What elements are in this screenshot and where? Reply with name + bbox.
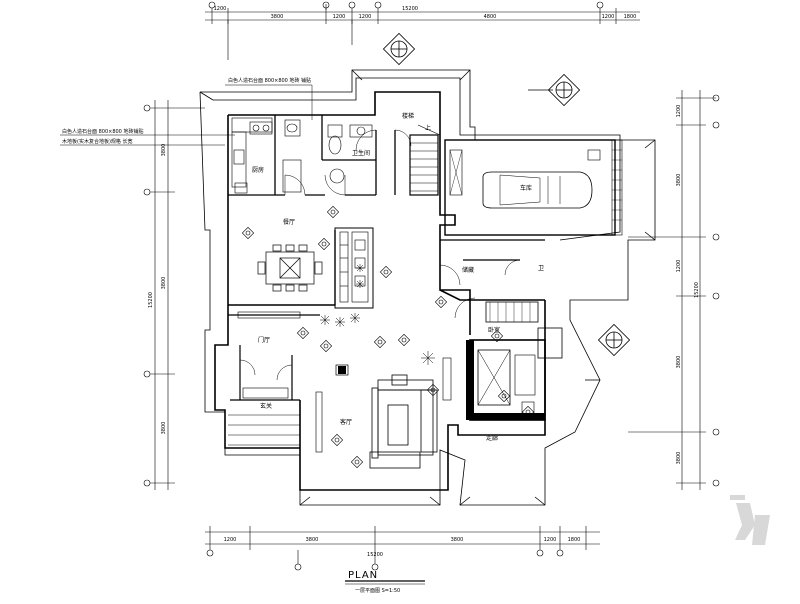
right-dim-seg-4: 3800 <box>676 356 682 369</box>
console-table <box>237 311 301 319</box>
tv-cabinet <box>315 391 323 453</box>
left-dim-seg-2: 3800 <box>161 277 167 290</box>
top-dim-seg-2: 3800 <box>271 14 284 20</box>
bottom-dim-seg-1: 1200 <box>224 537 237 543</box>
right-dim-seg-1: 1200 <box>676 105 682 118</box>
entry-door-swings <box>239 259 521 381</box>
dining-room-outline <box>228 227 374 309</box>
right-dim-overall: 15200 <box>694 282 700 298</box>
top-dim-seg-1: 1200 <box>214 6 227 12</box>
corridor-walls <box>228 239 545 401</box>
interior-walls-north <box>228 115 396 196</box>
bottom-dim-seg-3: 3800 <box>451 537 464 543</box>
exterior-walls <box>214 91 546 491</box>
car-symbol <box>482 171 593 209</box>
garage-cabinet <box>587 149 601 161</box>
side-cabinet <box>335 364 349 376</box>
plant-symbols <box>320 264 435 365</box>
left-dim-seg-1: 3800 <box>161 144 167 157</box>
steps <box>228 414 300 446</box>
note-2: 白色人造石台面 800×800 地砖铺贴 <box>62 128 143 135</box>
garage-block <box>444 139 623 236</box>
room-label-foyer: 玄关 <box>260 402 272 410</box>
top-dim-seg-3: 1200 <box>333 14 346 20</box>
storage-cabinets <box>339 231 369 303</box>
stair <box>409 124 441 196</box>
grid-axis-bubbles <box>143 1 720 571</box>
room-label-hall: 走廊 <box>486 434 498 442</box>
bottom-dim-overall: 15200 <box>367 552 383 558</box>
room-label-dining: 餐厅 <box>283 218 295 226</box>
note-1: 白色人造石台面 800×800 地砖 铺贴 <box>228 77 311 84</box>
watermark-logo <box>730 495 770 545</box>
note-leaders <box>60 84 313 146</box>
note-3: 木地板(实木复合地板)规格 长宽 <box>62 138 133 145</box>
room-label-stair: 楼梯 <box>402 112 414 120</box>
bottom-dim-seg-2: 3800 <box>306 537 319 543</box>
right-dim-seg-5: 3800 <box>676 452 682 465</box>
drawing-subtitle: 一层平面图 S=1:50 <box>355 588 400 594</box>
planter-box <box>442 357 452 401</box>
room-label-garage: 车库 <box>520 184 532 192</box>
right-dim-seg-2: 3800 <box>676 174 682 187</box>
elevation-marker-right <box>597 323 631 357</box>
left-dim-overall: 15200 <box>148 292 154 308</box>
top-dimension-text: 1200 3800 1200 1200 15200 4800 1200 1800 <box>214 6 637 20</box>
room-label-bath: 卫生间 <box>352 149 370 157</box>
room-labels: 厨房 卫生间 餐厅 门厅 客厅 车库 卧室 楼梯 储藏 玄关 走廊 卫 上 <box>252 112 544 442</box>
roof-eaves-outline <box>199 69 656 506</box>
stair-up-tag: 上 <box>425 124 431 132</box>
annotation-notes: 白色人造石台面 800×800 地砖 铺贴 白色人造石台面 800×800 地砖… <box>62 77 311 145</box>
bathroom-fixtures <box>249 119 373 184</box>
room-label-bedroom: 卧室 <box>488 326 500 334</box>
shoe-cabinet <box>242 387 289 399</box>
right-dim-seg-3: 1200 <box>676 260 682 273</box>
living-sofa-set <box>369 374 438 469</box>
drawing-title: PLAN <box>348 570 378 581</box>
top-dim-seg-6: 1200 <box>602 14 615 20</box>
bedroom-block <box>469 301 563 421</box>
title-block: PLAN 一层平面图 S=1:50 <box>345 570 425 594</box>
bottom-dimension-text: 1200 3800 3800 1200 1800 15200 <box>224 537 581 558</box>
filled-accents <box>338 340 545 420</box>
room-label-kitchen: 厨房 <box>252 166 264 174</box>
top-dim-seg-5: 4800 <box>484 14 497 20</box>
bottom-dim-seg-4: 1200 <box>544 537 557 543</box>
room-label-wc: 卫 <box>538 265 544 272</box>
top-dim-overall: 15200 <box>402 6 418 12</box>
elevation-marker-top <box>382 32 416 66</box>
door-swings-north <box>284 129 412 196</box>
right-dimension-text: 1200 3800 1200 3800 3800 15200 <box>676 105 700 465</box>
dining-table-set <box>257 244 323 292</box>
room-label-entry: 门厅 <box>258 336 270 344</box>
top-dim-seg-7: 1800 <box>624 14 637 20</box>
elevation-marker-garage <box>528 73 581 107</box>
bottom-dimension-lines <box>205 526 600 564</box>
spot-markers <box>241 205 535 469</box>
left-dimension-text: 3800 3800 3800 15200 <box>148 144 167 435</box>
right-dimension-lines <box>628 90 716 490</box>
top-dim-seg-4: 1200 <box>359 14 372 20</box>
room-label-living: 客厅 <box>340 418 352 426</box>
bottom-dim-seg-5: 1800 <box>568 537 581 543</box>
kitchen-counters <box>231 117 302 194</box>
left-dim-seg-3: 3800 <box>161 422 167 435</box>
top-dimension-lines <box>205 4 640 60</box>
left-dimension-lines <box>150 100 205 490</box>
room-label-storage: 储藏 <box>462 266 474 274</box>
